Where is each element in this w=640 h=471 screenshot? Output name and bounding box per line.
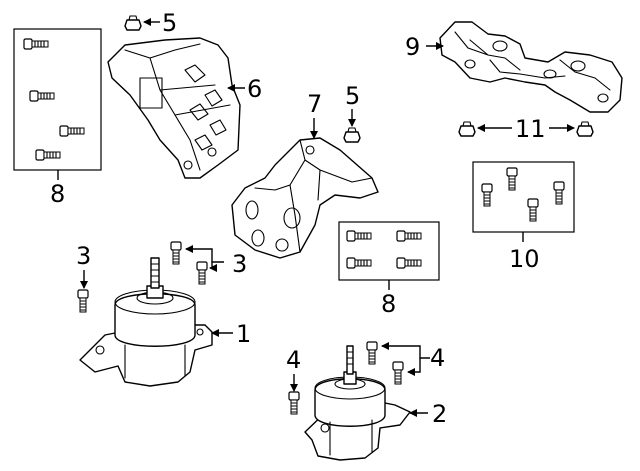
callout-1: 1: [236, 320, 251, 348]
part-4-bolt-single: [288, 391, 300, 415]
part-8-bolt-box-left: [13, 28, 102, 171]
part-3-bolt-single: [77, 289, 89, 313]
callout-3-left: 3: [76, 242, 91, 270]
part-11-nut-left: [458, 121, 476, 137]
part-6-upper-bracket: [107, 37, 241, 179]
callout-3-right: 3: [232, 250, 247, 278]
callout-6: 6: [247, 75, 262, 103]
part-2-engine-mount: [304, 345, 411, 461]
callout-4-left: 4: [286, 346, 301, 374]
callout-11: 11: [515, 115, 546, 143]
callout-8-right: 8: [381, 290, 396, 318]
part-9-crossmember: [439, 21, 623, 113]
callout-5-middle: 5: [345, 82, 360, 110]
callout-10: 10: [509, 245, 540, 273]
callout-5-top: 5: [162, 9, 177, 37]
part-5-nut-top: [124, 15, 142, 31]
callout-4-right: 4: [430, 344, 445, 372]
callout-9: 9: [405, 33, 420, 61]
part-10-stud-box: [472, 161, 575, 233]
callout-7: 7: [307, 90, 322, 118]
part-8-bolt-box-right: [338, 221, 440, 281]
part-5-nut-middle: [343, 127, 361, 143]
part-4-bolt-pair: [366, 341, 404, 385]
part-7-center-bracket: [231, 137, 379, 259]
part-11-nut-right: [576, 121, 594, 137]
callout-8-left: 8: [50, 180, 65, 208]
part-1-engine-mount: [79, 257, 213, 387]
callout-2: 2: [432, 400, 447, 428]
